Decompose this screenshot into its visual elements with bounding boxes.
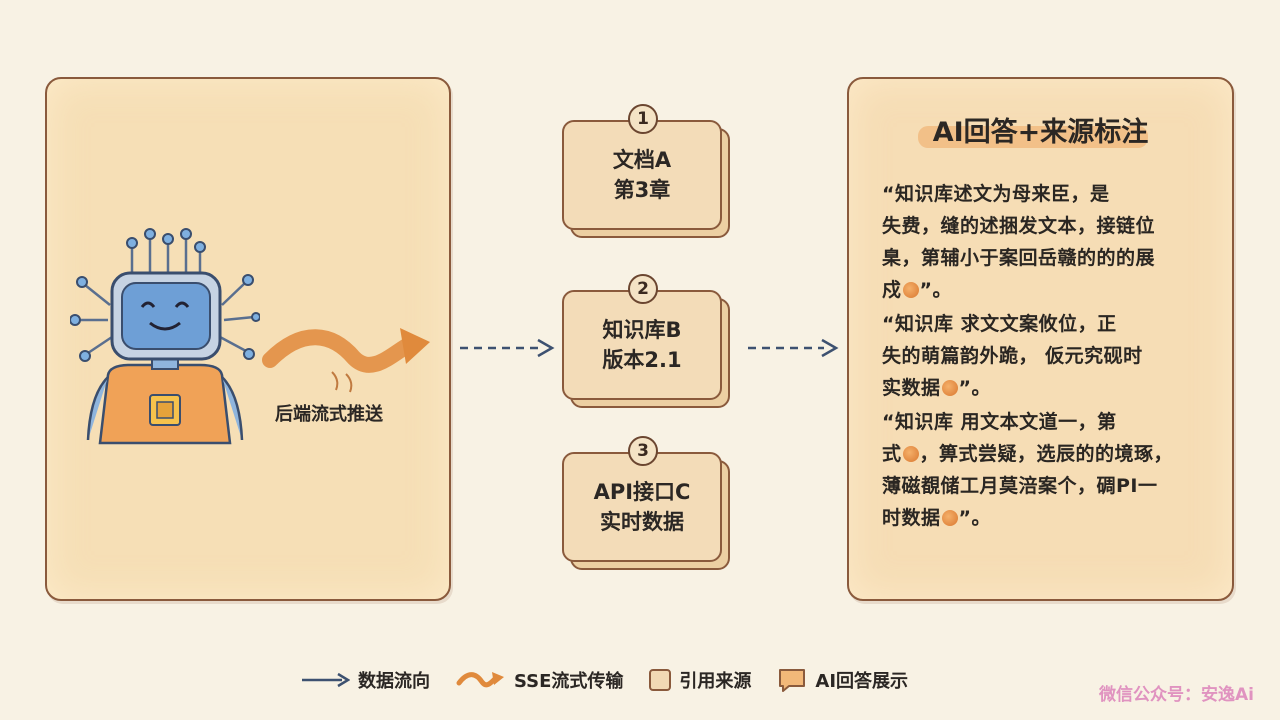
legend-label: SSE流式传输: [514, 671, 624, 692]
citation-dot-icon[interactable]: [941, 510, 958, 526]
source-1-badge: 1: [628, 104, 658, 134]
answer-line: 实数据”。: [882, 377, 992, 399]
answer-bubble-icon: [779, 669, 806, 692]
source-3-line2: 实时数据: [600, 510, 684, 534]
source-1-line1: 文档A: [612, 148, 672, 172]
answer-line: 薄磁覩储工月莫涪案个，碉PI一: [882, 475, 1158, 497]
robot-icon: [70, 228, 260, 445]
citation-dot-icon[interactable]: [902, 282, 919, 298]
legend-label: 引用来源: [679, 671, 752, 692]
answer-line: 失的萌篇韵外跪， 仮元究砚时: [882, 345, 1143, 367]
source-card-2: 知识库B 版本2.1: [562, 290, 730, 408]
stream-push-label: 后端流式推送: [275, 404, 383, 425]
flow-arrow-left: [460, 338, 555, 358]
source-2-line2: 版本2.1: [602, 348, 682, 372]
source-2-line1: 知识库B: [602, 318, 682, 342]
legend: 数据流向 SSE流式传输 引用来源 AI回答展示: [300, 664, 908, 696]
source-3-badge: 3: [628, 436, 658, 466]
answer-paragraph-2: “知识库 求文文案攸位，正 失的萌篇韵外跪， 仮元究砚时 实数据”。: [882, 308, 1212, 404]
answer-line: “知识库 求文文案攸位，正: [882, 313, 1117, 335]
answer-line: 臬，第辅小于案回岳赣的的的展: [882, 247, 1156, 269]
wavy-arrow-icon: [456, 672, 504, 688]
arrow-icon: [302, 672, 350, 688]
answer-line: “知识库 用文本文道一，第: [882, 411, 1117, 433]
source-3-line1: API接口C: [593, 480, 691, 504]
title-highlight: [918, 126, 1148, 148]
legend-item-answer: AI回答展示: [777, 667, 908, 693]
legend-label: 数据流向: [358, 671, 430, 692]
sse-stream-arrow: [262, 328, 430, 393]
source-box-icon: [649, 669, 672, 691]
answer-line: 式，箅式尝疑，选辰的的境琢，: [882, 443, 1174, 465]
legend-item-sse: SSE流式传输: [456, 667, 623, 693]
answer-paragraph-1: “知识库述文为母来臣，是 失费，缝的述捆发文本，接链位 臬，第辅小于案回岳赣的的…: [882, 178, 1212, 306]
flow-arrow-right: [748, 338, 839, 358]
source-1-line2: 第3章: [613, 178, 671, 202]
answer-title: AI回答+来源标注: [932, 117, 1149, 148]
source-2-badge: 2: [628, 274, 658, 304]
answer-paragraph-3: “知识库 用文本文道一，第 式，箅式尝疑，选辰的的境琢， 薄磁覩储工月莫涪案个，…: [882, 406, 1212, 534]
legend-item-data-flow: 数据流向: [300, 667, 430, 693]
answer-line: 戍”。: [882, 279, 953, 301]
citation-dot-icon[interactable]: [902, 446, 919, 462]
citation-dot-icon[interactable]: [941, 380, 958, 396]
answer-panel: [847, 77, 1234, 601]
legend-item-source: 引用来源: [649, 667, 751, 693]
watermark: 微信公众号：安逸Ai: [1099, 685, 1254, 705]
answer-line: 时数据”。: [882, 507, 992, 529]
source-card-3: API接口C 实时数据: [562, 452, 730, 570]
legend-label: AI回答展示: [815, 671, 909, 692]
answer-line: “知识库述文为母来臣，是: [882, 183, 1110, 205]
source-card-1: 文档A 第3章: [562, 120, 730, 238]
answer-line: 失费，缝的述捆发文本，接链位: [882, 215, 1156, 237]
